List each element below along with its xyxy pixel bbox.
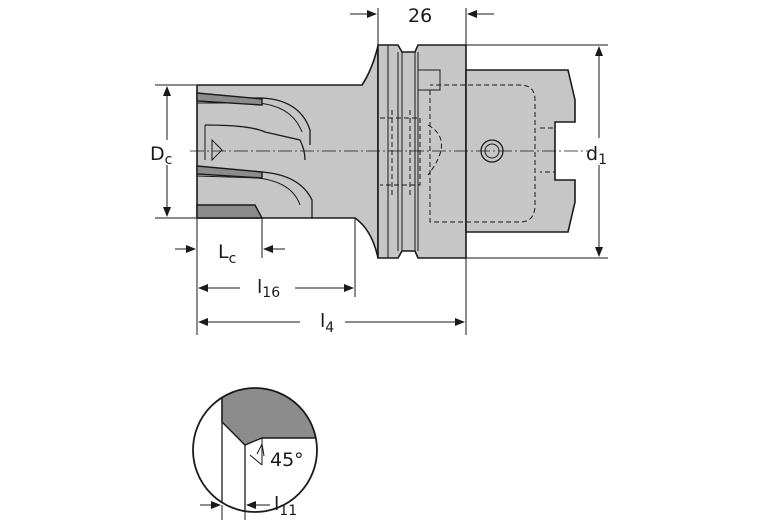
dimension-lines [155,8,608,335]
dim-label-l4: l4 [320,310,334,336]
dim-label-l11: l11 [274,493,297,519]
insert-bottom [196,165,263,179]
tool-side-view [190,44,590,259]
detail-view-chamfer [192,387,318,513]
flute-top [197,97,311,145]
dim-label-lc: Lc [218,241,236,267]
dim-label-26: 26 [408,5,432,27]
flange-collar [377,44,467,259]
detail-circle [192,387,318,513]
cutter-head [196,45,379,259]
dim-label-l16: l16 [257,276,280,301]
dim-label-d1: d1 [586,143,607,168]
hidden-internal-features [380,84,556,223]
dim-label-45deg: 45° [270,449,304,471]
insert-front [196,204,264,219]
dim-label-dc: Dc [150,143,172,168]
l11-dimension [200,501,270,520]
flute-middle [204,124,306,161]
insert-top [196,92,263,106]
